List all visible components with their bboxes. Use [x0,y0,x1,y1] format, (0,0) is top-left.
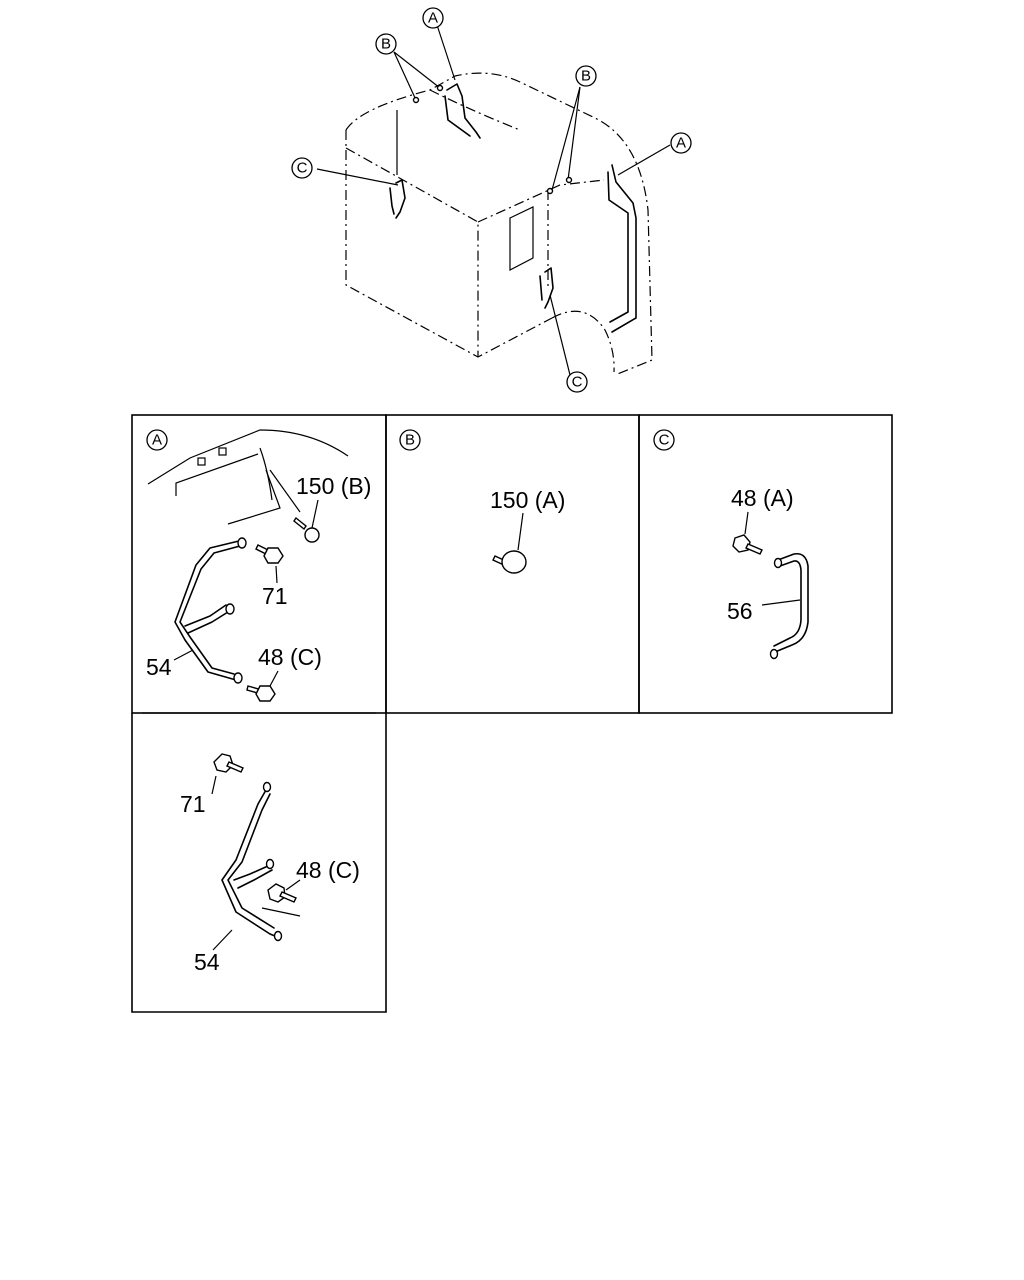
callout-b-right [575,65,597,87]
label-150b: 150 (B) [296,473,371,499]
label-48c-lower: 48 (C) [296,857,360,883]
label-150a: 150 (A) [490,487,565,513]
callout-a-right [670,132,692,154]
callout-a-right-label: A [676,135,686,152]
callout-a-top-label: A [428,10,438,27]
panel-b: B 150 (A) [399,429,565,574]
callout-b-right-label: B [581,68,591,85]
panel-c-tag [653,429,675,451]
callout-b-left-label: B [381,36,391,53]
panel-b-tag [399,429,421,451]
panel-a-lower: 71 48 (C) 54 [180,753,360,975]
label-54: 54 [146,654,172,680]
callout-a-top [422,7,444,29]
panel-a-tag [146,429,168,451]
panel-c-tag-label: C [659,432,670,449]
callout-c-left [291,157,313,179]
cab-overview: A B B A C C [291,7,692,393]
label-48c: 48 (C) [258,644,322,670]
label-48a: 48 (A) [731,485,794,511]
panel-a: A 150 (B) 71 54 48 (C) [146,429,371,702]
label-71: 71 [262,583,288,609]
panel-frames [131,414,893,1013]
panel-b-tag-label: B [405,432,415,449]
panel-a-tag-label: A [152,432,162,449]
callout-c-bottom [566,371,588,393]
panel-c: C 48 (A) 56 [653,429,809,660]
label-54-lower: 54 [194,949,220,975]
callout-c-left-label: C [297,160,308,177]
callout-c-bottom-label: C [572,374,583,391]
callout-b-left [375,33,397,55]
label-56: 56 [727,598,753,624]
label-71-lower: 71 [180,791,206,817]
